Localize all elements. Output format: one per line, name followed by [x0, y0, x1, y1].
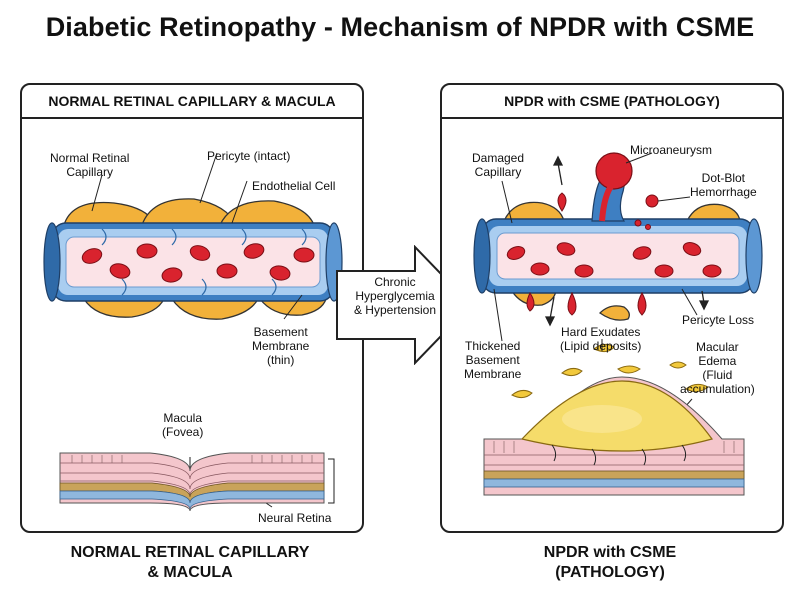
- hard-exudates: [511, 343, 709, 399]
- pathology-panel-header: NPDR with CSME (PATHOLOGY): [442, 85, 782, 119]
- pathology-panel: NPDR with CSME (PATHOLOGY): [440, 83, 784, 533]
- pathology-caption: NPDR with CSME (PATHOLOGY): [543, 544, 677, 581]
- pericytes-remaining: [502, 201, 741, 321]
- microaneurysm-bulge: [591, 152, 633, 222]
- red-blood-cells: [81, 243, 315, 283]
- label-endothelial-cell: Endothelial Cell: [252, 179, 336, 193]
- arrow-label: Chronic Hyperglycemia & Hypertension: [353, 275, 437, 317]
- label-pericyte-intact: Pericyte (intact): [207, 149, 291, 163]
- label-macular-edema: Macular Edema (Fluid accumulation): [680, 340, 755, 396]
- label-neural-retina: Neural Retina: [258, 511, 332, 525]
- pericytes-bottom: [82, 298, 327, 320]
- label-basement-membrane: Basement Membrane (thin): [252, 325, 310, 367]
- label-hard-exudates: Hard Exudates (Lipid deposits): [560, 325, 642, 353]
- normal-caption: NORMAL RETINAL CAPILLARY & MACULA: [70, 544, 310, 581]
- normal-panel: NORMAL RETINAL CAPILLARY & MACULA: [20, 83, 364, 533]
- damaged-capillary: [473, 218, 763, 294]
- normal-illustration: [43, 152, 343, 512]
- edema-retina-layers: [483, 376, 745, 496]
- label-damaged-capillary: Damaged Capillary: [472, 151, 525, 179]
- label-normal-capillary: Normal Retinal Capillary: [50, 151, 130, 179]
- normal-retina-layers: [59, 452, 335, 512]
- hemorrhage-leaks: [526, 192, 659, 316]
- pathology-illustration: [473, 152, 763, 496]
- label-pericyte-loss: Pericyte Loss: [682, 313, 755, 327]
- pericytes-top: [63, 198, 315, 226]
- label-thickened-basement: Thickened Basement Membrane: [464, 339, 522, 381]
- pathology-rbcs: [506, 242, 722, 278]
- diagram-title: Diabetic Retinopathy - Mechanism of NPDR…: [45, 12, 755, 42]
- label-microaneurysm: Microaneurysm: [630, 143, 713, 157]
- label-dot-blot-hemorrhage: Dot-Blot Hemorrhage: [690, 171, 757, 199]
- label-macula: Macula (Fovea): [162, 411, 204, 439]
- normal-panel-header: NORMAL RETINAL CAPILLARY & MACULA: [22, 85, 362, 119]
